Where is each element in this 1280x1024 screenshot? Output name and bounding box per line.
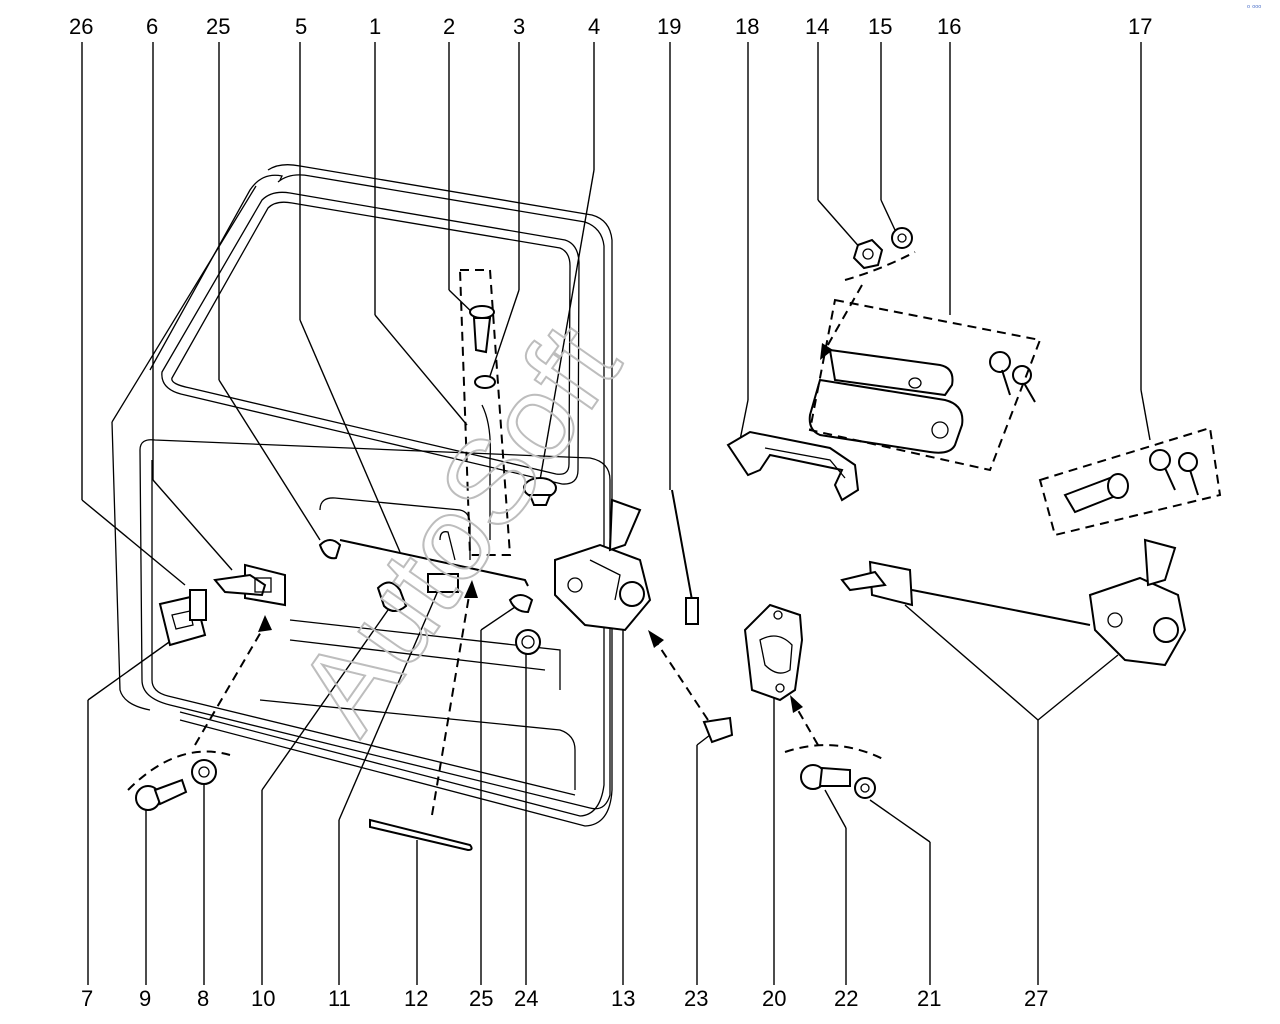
part-24-plug (515, 629, 541, 655)
part-8-washer (191, 759, 217, 785)
part-11-rod-guide (427, 573, 459, 593)
callout-14: 14 (805, 14, 829, 39)
callout-20: 20 (762, 986, 786, 1011)
door-panel (111, 164, 613, 827)
callout-17: 17 (1128, 14, 1152, 39)
callout-2: 2 (443, 14, 455, 39)
part-13-lock-mechanism (554, 498, 652, 632)
callout-27: 27 (1024, 986, 1048, 1011)
part-9-screw (135, 778, 188, 811)
callout-25-bottom: 25 (469, 986, 493, 1011)
callout-16: 16 (937, 14, 961, 39)
part-23-screw (702, 716, 734, 744)
part-21-lock-washer (854, 777, 876, 799)
part-15-washer (891, 227, 913, 249)
assembly-outline-17 (1038, 426, 1222, 537)
assembly-arrows (194, 284, 863, 816)
part-1-link-rod (481, 404, 491, 540)
bottom-callout-labels: 7 9 8 10 11 12 25 24 13 23 20 22 21 27 (81, 986, 1048, 1011)
part-19-connecting-rod (671, 489, 699, 625)
callout-10: 10 (251, 986, 275, 1011)
callout-25: 25 (206, 14, 230, 39)
callout-24: 24 (514, 986, 538, 1011)
assembly-outline-1 (458, 269, 512, 556)
callout-23: 23 (684, 986, 708, 1011)
callout-19: 19 (657, 14, 681, 39)
top-callout-labels: 26 6 25 5 1 2 3 4 19 18 14 15 16 17 (69, 14, 1152, 39)
part-10-rod-clip (376, 581, 408, 612)
callout-21: 21 (917, 986, 941, 1011)
fastener-arc-14-15 (844, 251, 916, 281)
callout-8: 8 (197, 986, 209, 1011)
assembly-outline-16 (808, 298, 1042, 472)
fastener-arc-21-22 (784, 744, 886, 761)
watermark: AutoSoft (272, 301, 646, 755)
fastener-arc-8-9 (127, 750, 231, 791)
callout-9: 9 (139, 986, 151, 1011)
part-18-bracket (726, 430, 860, 502)
part-20-striker (743, 603, 804, 702)
part-2-screw (469, 305, 495, 354)
callout-5: 5 (295, 14, 307, 39)
part-4-grommet (523, 477, 557, 506)
callout-22: 22 (834, 986, 858, 1011)
part-27-lock-assembly (840, 538, 1187, 667)
part-16-outside-handle (808, 348, 964, 454)
part-25-clip-upper (318, 539, 342, 560)
callout-1: 1 (369, 14, 381, 39)
callout-7: 7 (81, 986, 93, 1011)
callout-3: 3 (513, 14, 525, 39)
part-5-control-rod (339, 539, 529, 587)
part-22-bolt (800, 764, 851, 790)
part-25-clip-lower (508, 594, 534, 614)
callout-4: 4 (588, 14, 600, 39)
part-6-inside-handle (213, 563, 286, 607)
part-3-washer (474, 375, 496, 389)
part-16-keys (989, 351, 1036, 403)
callout-12: 12 (404, 986, 428, 1011)
callout-15: 15 (868, 14, 892, 39)
callout-18: 18 (735, 14, 759, 39)
part-12-seal-strip (369, 818, 473, 852)
callout-26: 26 (69, 14, 93, 39)
part-14-nut (852, 238, 884, 270)
callout-13: 13 (611, 986, 635, 1011)
corner-mark: ᵒ ᵒᵒᵒ (1247, 3, 1261, 12)
part-26-lock-cover (158, 589, 207, 647)
callout-11: 11 (328, 986, 351, 1011)
callout-6: 6 (146, 14, 158, 39)
part-17-lock-cylinder (1063, 449, 1199, 514)
